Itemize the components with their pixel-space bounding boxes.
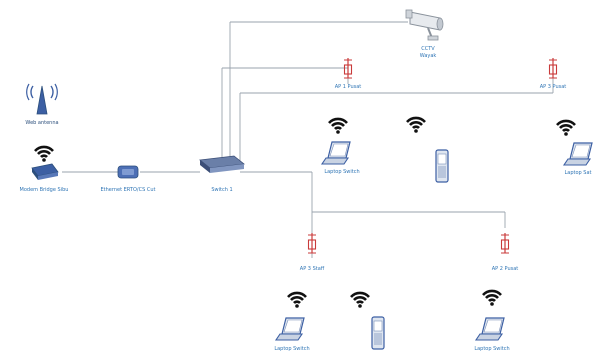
web-antenna-label: Web antenna bbox=[25, 120, 59, 126]
antenna-icon bbox=[307, 232, 317, 254]
laptop-icon bbox=[563, 142, 593, 166]
laptop-bottom-right-label: Laptop Switch bbox=[474, 346, 510, 352]
router-icon bbox=[31, 163, 59, 180]
antenna-icon bbox=[548, 57, 558, 79]
switch-label: Switch 1 bbox=[211, 187, 233, 193]
wifi-icon bbox=[405, 116, 427, 135]
tower-antenna-icon bbox=[26, 83, 58, 115]
wifi-icon bbox=[327, 117, 349, 136]
ap-top-right-label: AP 3 Pusat bbox=[539, 84, 567, 90]
antenna-icon bbox=[500, 232, 510, 254]
ethernet-label: Ethernet ERTO/CS Cut bbox=[100, 187, 156, 193]
wifi-icon bbox=[349, 291, 371, 310]
ap-top-left-label: AP 1 Pusat bbox=[334, 84, 362, 90]
modem-label: Modem Bridge Sibu bbox=[19, 187, 69, 193]
ethernet-adapter-icon bbox=[117, 165, 139, 179]
wifi-icon bbox=[555, 119, 577, 138]
phone-icon bbox=[371, 316, 385, 350]
wifi-icon bbox=[286, 291, 308, 310]
cctv-label: CCTV bbox=[421, 46, 435, 52]
laptop-right-label: Laptop Sat bbox=[564, 170, 592, 176]
ap-bottom-right-label: AP 2 Pusat bbox=[491, 266, 519, 272]
switch-icon bbox=[199, 155, 245, 173]
laptop-bottom-left-label: Laptop Switch bbox=[274, 346, 310, 352]
laptop-icon bbox=[475, 317, 505, 341]
connection-lines bbox=[62, 21, 554, 258]
wifi-icon bbox=[33, 145, 55, 164]
ap-bottom-left-label: AP 3 Staff bbox=[299, 266, 325, 272]
laptop-center-label: Laptop Switch bbox=[324, 169, 360, 175]
laptop-icon bbox=[321, 141, 351, 165]
cctv-sub-label: Wayak bbox=[419, 53, 437, 59]
phone-icon bbox=[435, 149, 449, 183]
cctv-camera-icon bbox=[405, 9, 444, 41]
wifi-icon bbox=[481, 289, 503, 308]
laptop-icon bbox=[275, 317, 305, 341]
